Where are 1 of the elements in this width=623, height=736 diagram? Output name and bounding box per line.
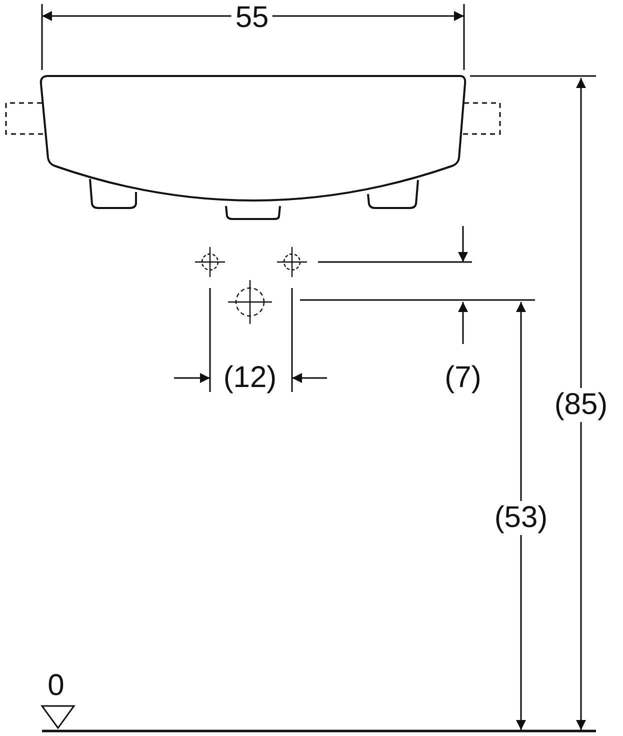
dimension-label: 0 <box>46 669 66 703</box>
